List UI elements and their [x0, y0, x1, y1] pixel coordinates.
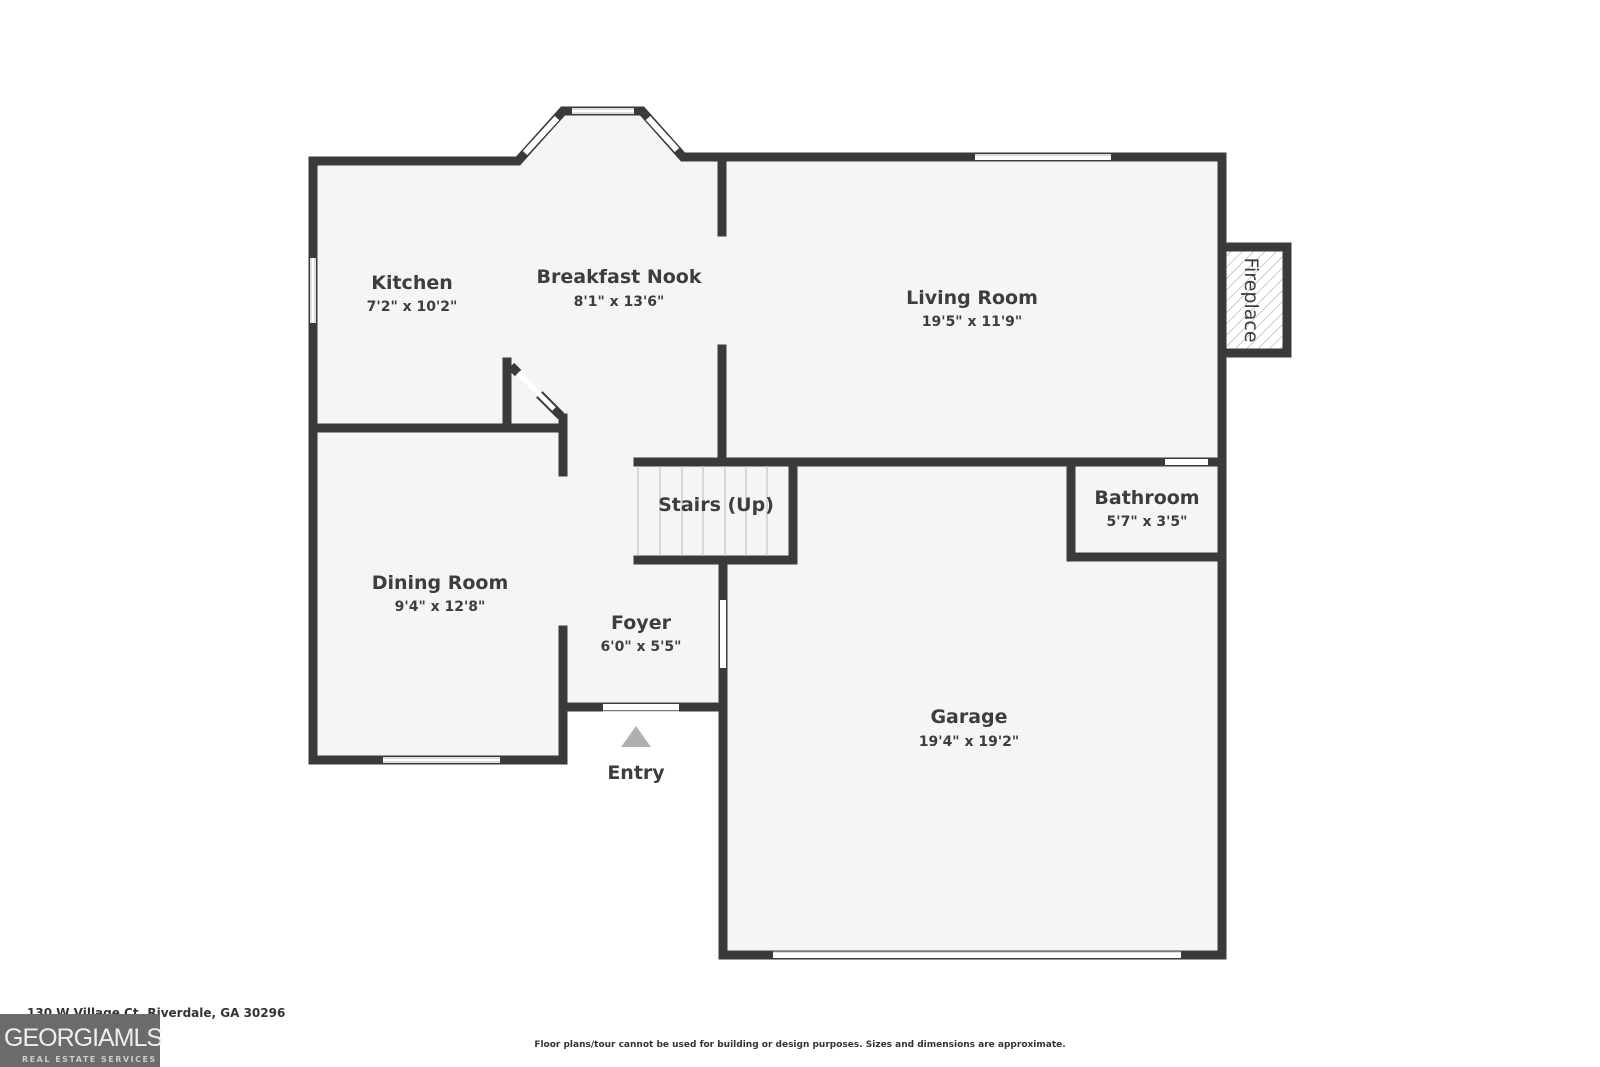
- georgia-mls-logo: GEORGIAMLS REAL ESTATE SERVICES: [0, 1014, 163, 1067]
- breakfast-nook-dims: 8'1" x 13'6": [574, 294, 665, 310]
- logo-sub: REAL ESTATE SERVICES: [22, 1055, 157, 1064]
- stairs-treads: [637, 466, 768, 556]
- fireplace-label: Fireplace: [1240, 257, 1262, 342]
- garage-label: Garage: [930, 706, 1007, 728]
- foyer-label: Foyer: [611, 612, 672, 634]
- breakfast-nook-label: Breakfast Nook: [537, 266, 702, 288]
- kitchen-dims: 7'2" x 10'2": [367, 299, 458, 315]
- bathroom-label: Bathroom: [1094, 487, 1199, 509]
- living-room-dims: 19'5" x 11'9": [922, 314, 1022, 330]
- living-room-label: Living Room: [906, 287, 1038, 309]
- logo-main: GEORGIAMLS: [4, 1024, 163, 1052]
- entry-label: Entry: [607, 762, 665, 784]
- disclaimer: Floor plans/tour cannot be used for buil…: [534, 1040, 1066, 1050]
- stairs-label: Stairs (Up): [658, 494, 774, 516]
- entry-arrow-icon: [621, 726, 651, 747]
- windows: [310, 108, 1208, 958]
- kitchen-label: Kitchen: [371, 272, 453, 294]
- garage-dims: 19'4" x 19'2": [919, 734, 1019, 750]
- bathroom-dims: 5'7" x 3'5": [1107, 514, 1188, 530]
- dining-room-dims: 9'4" x 12'8": [395, 599, 486, 615]
- dining-room-label: Dining Room: [372, 572, 509, 594]
- fireplace: [1222, 247, 1287, 353]
- foyer-dims: 6'0" x 5'5": [601, 639, 682, 655]
